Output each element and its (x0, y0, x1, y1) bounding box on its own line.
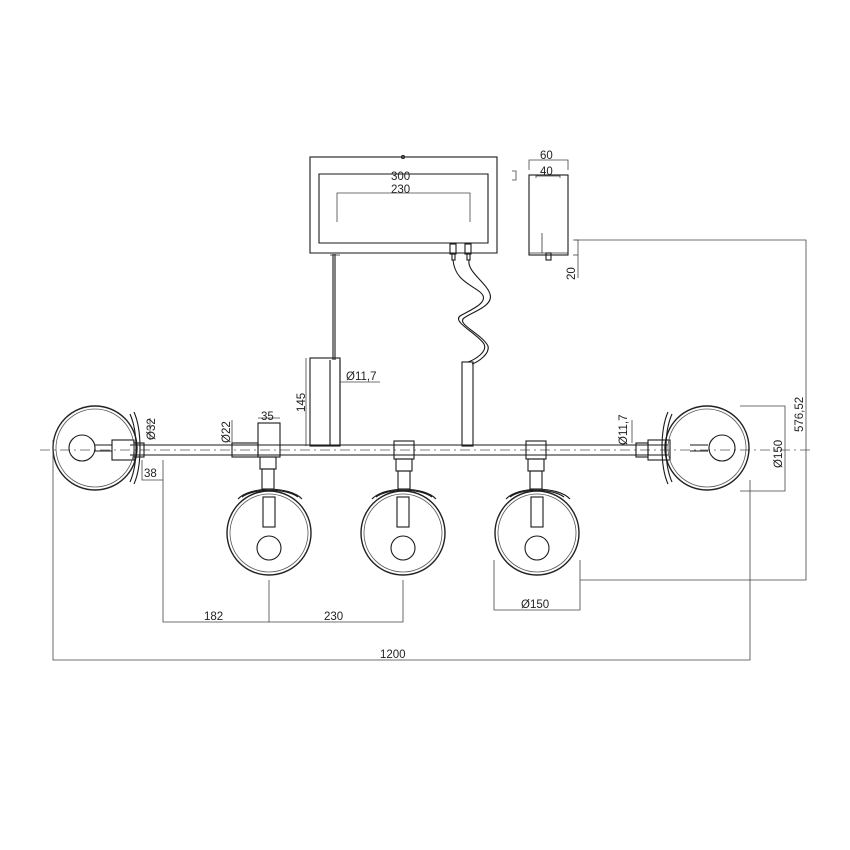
joint-width-label: 35 (261, 411, 274, 423)
holder-diameter-label: Ø32 (146, 418, 158, 440)
power-cable (452, 259, 491, 365)
rod-diameter-label: Ø11,7 (346, 371, 376, 383)
bottom-globe-3 (494, 458, 580, 576)
shade-diameter-right-label: Ø150 (773, 440, 785, 468)
bottom-globe-2 (360, 458, 446, 576)
canopy-outer-width-label: 300 (391, 171, 410, 183)
canopy-depth-outer-label: 60 (540, 150, 553, 162)
cable-gland (449, 243, 472, 261)
holder-length-label: 38 (144, 468, 157, 480)
main-bar (40, 422, 810, 461)
total-width-label: 1200 (380, 649, 406, 661)
spacing-second-label: 230 (324, 611, 343, 623)
right-globe (661, 405, 786, 492)
spacing-first-label: 182 (204, 611, 223, 623)
suspension-wire (332, 254, 336, 360)
dimension-lines (52, 239, 807, 661)
canopy-height-label: 20 (566, 267, 578, 280)
canopy-depth-inner-label: 40 (540, 166, 553, 178)
bottom-globe-1 (226, 456, 312, 576)
arm-diameter-right-label: Ø11,7 (618, 415, 630, 445)
left-globe (52, 405, 141, 491)
shade-diameter-bottom-label: Ø150 (521, 599, 549, 611)
total-height-label: 576,52 (794, 397, 806, 432)
canopy-inner-width-label: 230 (391, 184, 410, 196)
canopy-side-view (512, 159, 579, 278)
rod-height-label: 145 (296, 393, 308, 412)
vertical-rod (305, 357, 474, 447)
bar-diameter-label: Ø22 (221, 421, 233, 443)
